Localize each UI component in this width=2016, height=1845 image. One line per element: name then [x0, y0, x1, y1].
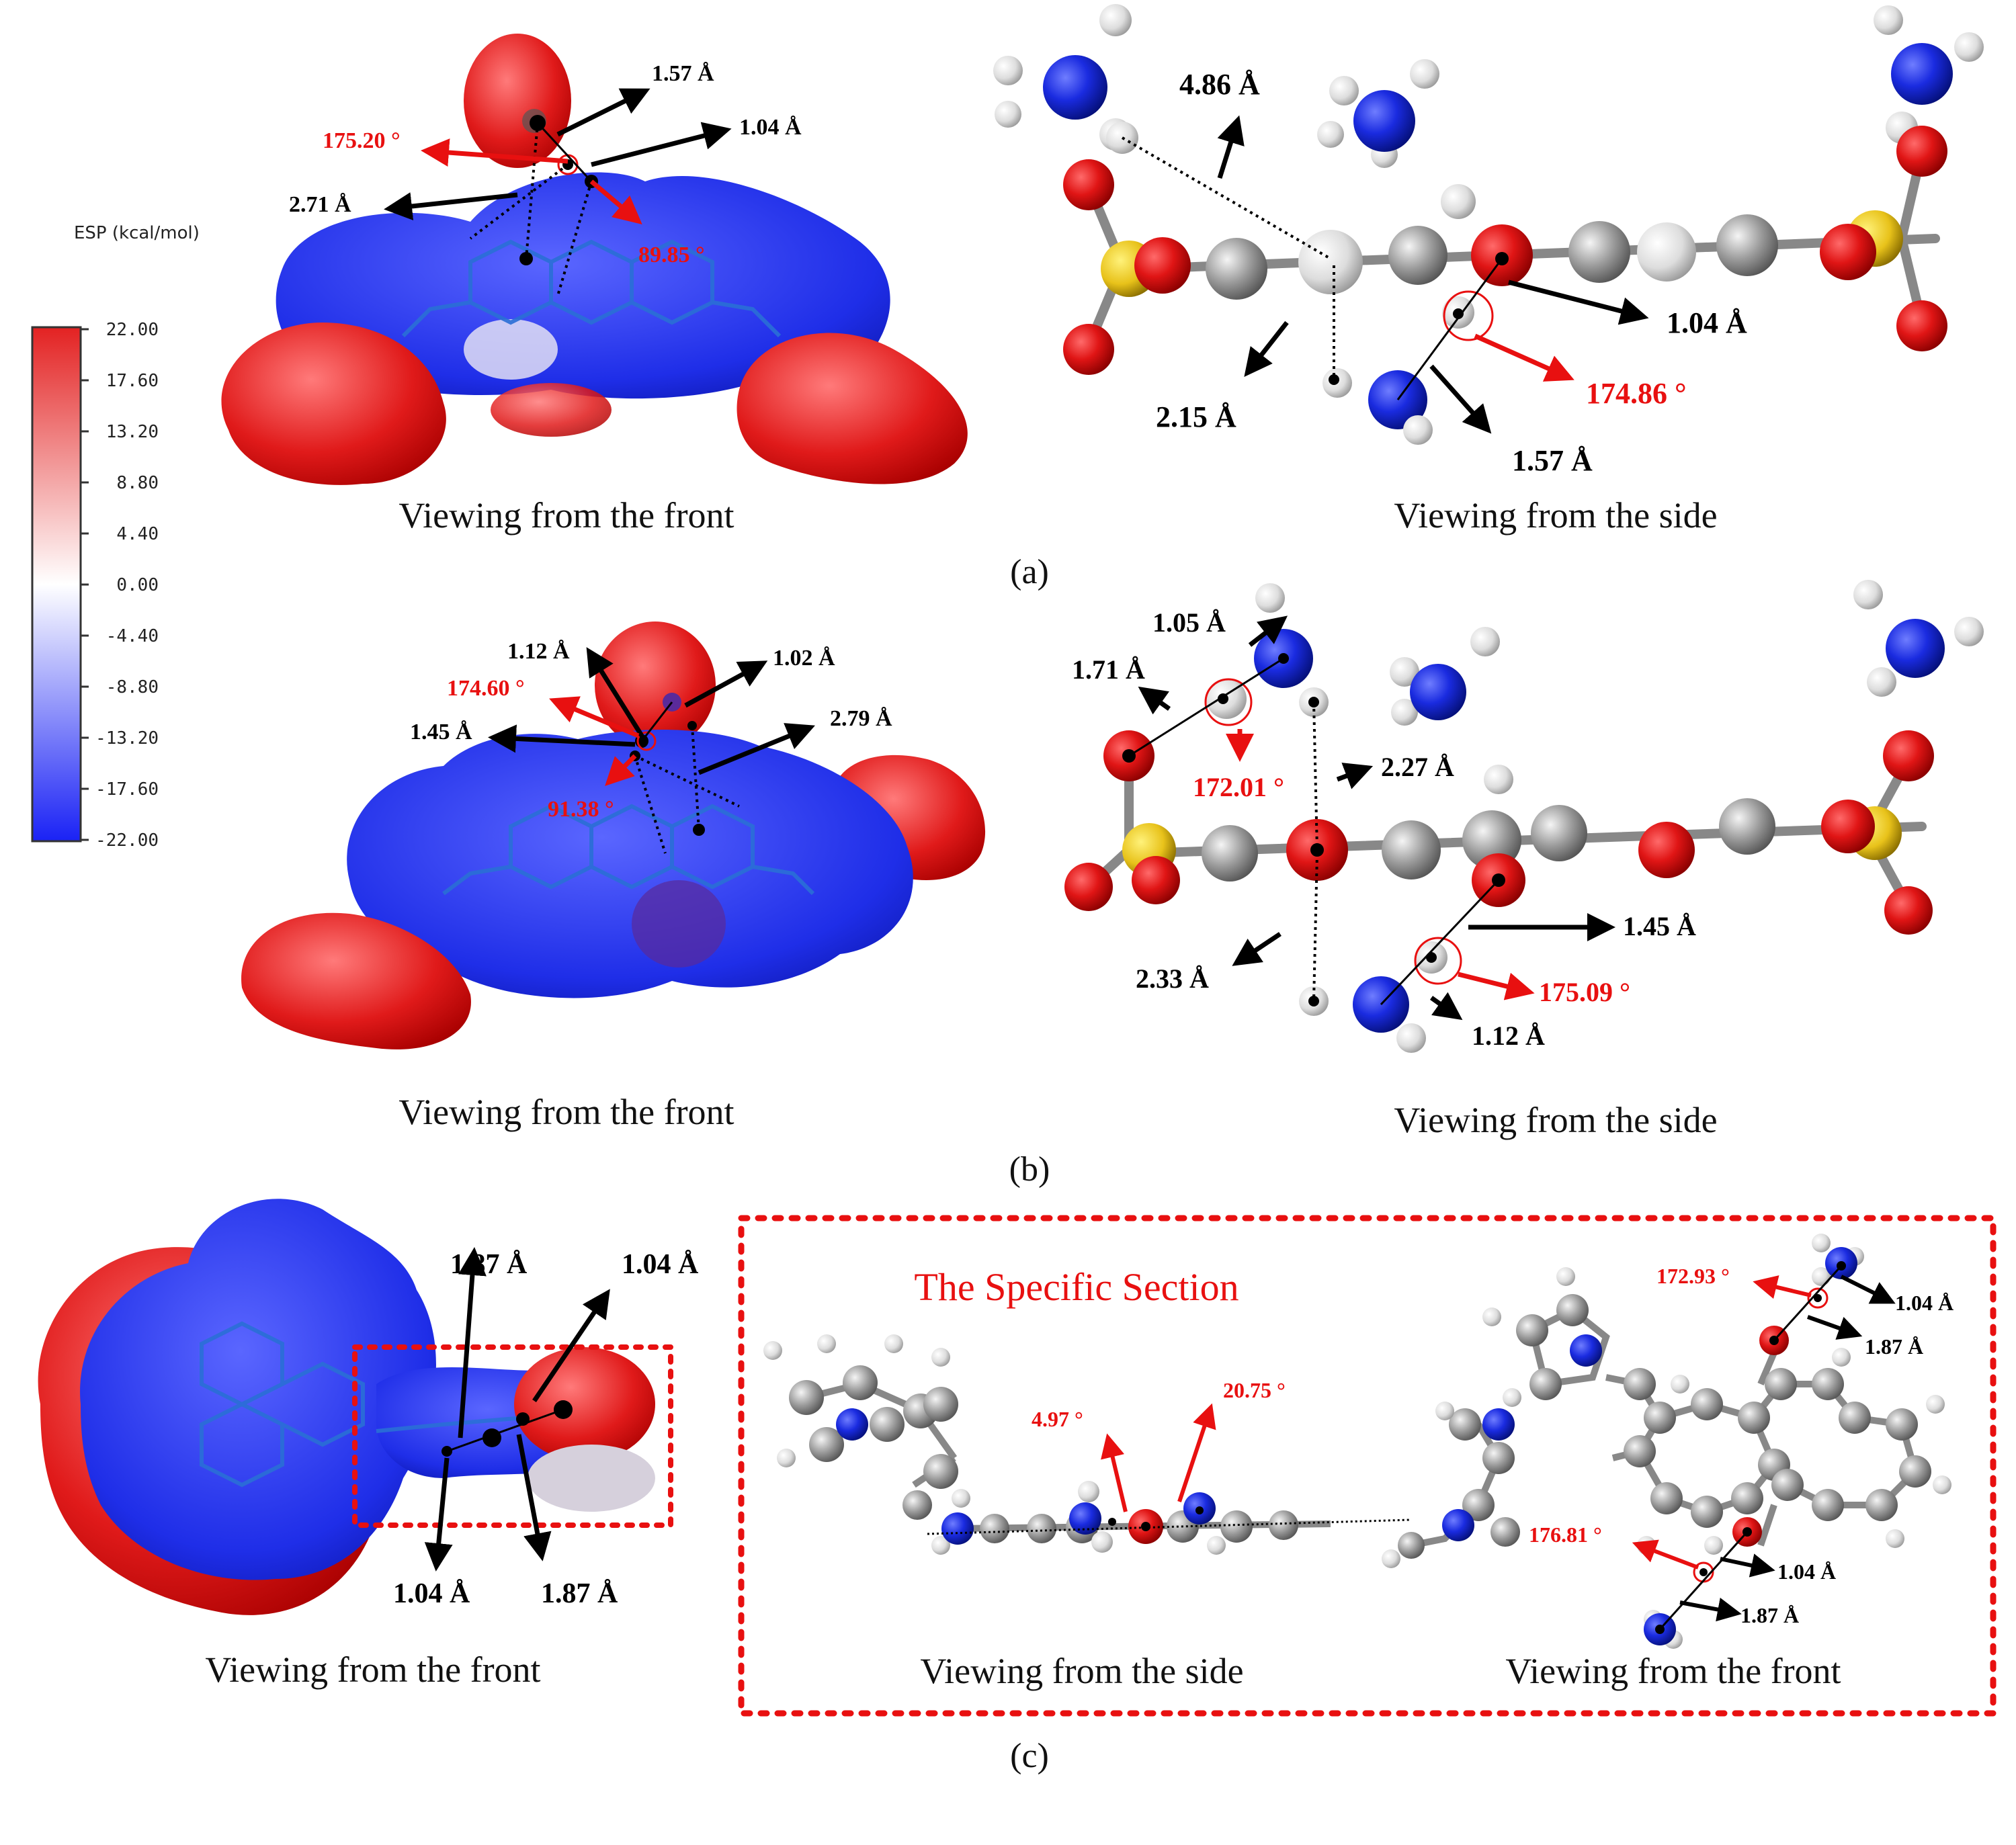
panel-a-front: 1.57 Å 1.04 Å 2.71 Å 175.20 ° 89.85 ° Vi…	[221, 34, 968, 535]
dist-label: 1.05 Å	[1152, 607, 1226, 638]
colorbar-tick-label: -17.60	[95, 779, 159, 800]
nitrogen-atom	[1891, 43, 1953, 105]
angle-label: 4.97 °	[1032, 1407, 1083, 1431]
esp-surface-red-left	[221, 323, 446, 485]
panel-b-side: 1.05 Å 1.71 Å 2.27 Å 1.45 Å 2.33 Å 1.12 …	[1064, 580, 1984, 1140]
dist-label: 1.12 Å	[507, 639, 570, 664]
angle-label: 172.01 °	[1193, 772, 1284, 802]
angle-label: 174.86 °	[1586, 377, 1687, 410]
caption: Viewing from the side	[920, 1651, 1243, 1691]
panel-letter-b: (b)	[1009, 1150, 1050, 1189]
esp-surface-purple	[632, 880, 726, 968]
angle-label: 172.93 °	[1656, 1264, 1730, 1288]
esp-surface-red-bottom	[491, 383, 612, 437]
colorbar-ticks: 22.00 17.60 13.20 8.80 4.40 0.00 -4.40 -8.80 -13…	[81, 320, 159, 851]
front-view-molecule: 172.93 ° 1.04 Å 1.87 Å 176.81 ° 1.04 Å 1…	[1382, 1234, 1954, 1649]
colorbar-tick-label: -8.80	[106, 677, 159, 697]
dist-label: 1.87 Å	[1740, 1603, 1799, 1627]
esp-surface-red-top	[595, 621, 716, 749]
caption: Viewing from the front	[398, 495, 734, 535]
dist-label: 2.27 Å	[1381, 752, 1454, 782]
dist-label: 1.45 Å	[1623, 911, 1696, 941]
esp-surface-red-end	[514, 1347, 655, 1461]
dist-label: 1.04 Å	[1777, 1559, 1836, 1584]
dist-label: 1.71 Å	[1072, 654, 1145, 685]
dist-label: 1.45 Å	[410, 720, 472, 744]
nitrogen-atom	[1353, 90, 1415, 152]
colorbar-tick-label: -4.40	[106, 626, 159, 646]
panel-c-front: 1.87 Å 1.04 Å 1.04 Å 1.87 Å Viewing from…	[38, 1199, 699, 1690]
panel-b-front: 1.12 Å 1.02 Å 1.45 Å 2.79 Å 174.60 ° 91.…	[241, 621, 986, 1132]
caption: Viewing from the side	[1394, 495, 1717, 535]
angle-label: 89.85 °	[638, 243, 705, 267]
colorbar-tick-label: 4.40	[116, 524, 159, 544]
esp-surface-red-left	[241, 912, 471, 1049]
colorbar-tick-label: 8.80	[116, 473, 159, 493]
angle-label: 20.75 °	[1223, 1378, 1286, 1402]
dist-label: 1.04 Å	[622, 1249, 699, 1280]
molecule-skeleton	[442, 804, 815, 896]
angle-label: 91.38 °	[548, 797, 614, 822]
colorbar-gradient	[31, 326, 82, 843]
esp-surface-red-right	[737, 333, 968, 484]
panel-a-side: 4.86 Å 1.04 Å 2.15 Å 1.57 Å 174.86 ° Vie…	[993, 4, 1984, 535]
specific-section-box	[352, 1344, 673, 1528]
colorbar-tick-label: 13.20	[106, 422, 159, 442]
molecule-skeleton	[401, 239, 782, 338]
dist-label: 1.12 Å	[1472, 1021, 1545, 1051]
dist-label: 1.04 Å	[1667, 306, 1747, 339]
colorbar-tick-label: 0.00	[116, 575, 159, 595]
colorbar-tick-label: 17.60	[106, 371, 159, 391]
nitrogen-atom	[1043, 55, 1107, 120]
dist-label: 1.02 Å	[773, 646, 835, 671]
esp-surface-red-top	[464, 34, 571, 168]
dist-label: 4.86 Å	[1179, 68, 1260, 101]
dist-label: 1.87 Å	[1865, 1334, 1923, 1359]
caption: Viewing from the front	[205, 1649, 540, 1690]
dist-label: 1.57 Å	[1512, 444, 1593, 477]
side-view-molecule: 4.97 ° 20.75 °	[763, 1334, 1412, 1555]
angle-label: 176.81 °	[1529, 1522, 1602, 1547]
esp-surface-white-end	[528, 1445, 655, 1512]
molecule-skeleton	[200, 1321, 525, 1488]
angle-label: 174.60 °	[447, 676, 525, 701]
colorbar-tick-label: -13.20	[95, 728, 159, 748]
dist-label: 1.04 Å	[393, 1578, 470, 1609]
colorbar-tick-label: -22.00	[95, 830, 159, 851]
dist-label: 1.57 Å	[652, 61, 714, 86]
specific-section-title: The Specific Section	[914, 1265, 1238, 1309]
panel-c-specific-section: The Specific Section	[738, 1215, 1997, 1717]
specific-section-frame	[738, 1215, 1997, 1717]
caption: Viewing from the front	[398, 1092, 734, 1132]
esp-surface-blue	[347, 730, 913, 998]
angle-label: 175.20 °	[323, 128, 401, 153]
angle-label: 175.09 °	[1539, 977, 1630, 1007]
dist-label: 1.87 Å	[450, 1249, 528, 1280]
dist-label: 2.33 Å	[1136, 963, 1209, 994]
panel-letter-c: (c)	[1010, 1737, 1049, 1775]
dist-label: 1.04 Å	[1895, 1291, 1954, 1315]
esp-surface-blue	[80, 1199, 436, 1580]
dist-label: 2.15 Å	[1156, 400, 1236, 433]
dist-label: 1.04 Å	[739, 115, 802, 140]
caption: Viewing from the front	[1505, 1651, 1841, 1691]
dist-label: 1.87 Å	[541, 1578, 618, 1609]
esp-colorbar: ESP (kcal/mol) 22.00 17.60 13.20 8.80 4.40 0.…	[31, 223, 200, 851]
panel-letter-a: (a)	[1010, 553, 1049, 591]
esp-surface-blue	[276, 172, 890, 399]
caption: Viewing from the side	[1394, 1100, 1717, 1140]
dist-label: 2.71 Å	[289, 192, 351, 217]
colorbar-title: ESP (kcal/mol)	[74, 223, 200, 243]
esp-surface-white-patch	[464, 319, 558, 380]
colorbar-tick-label: 22.00	[106, 320, 159, 340]
dist-label: 2.79 Å	[830, 706, 892, 731]
